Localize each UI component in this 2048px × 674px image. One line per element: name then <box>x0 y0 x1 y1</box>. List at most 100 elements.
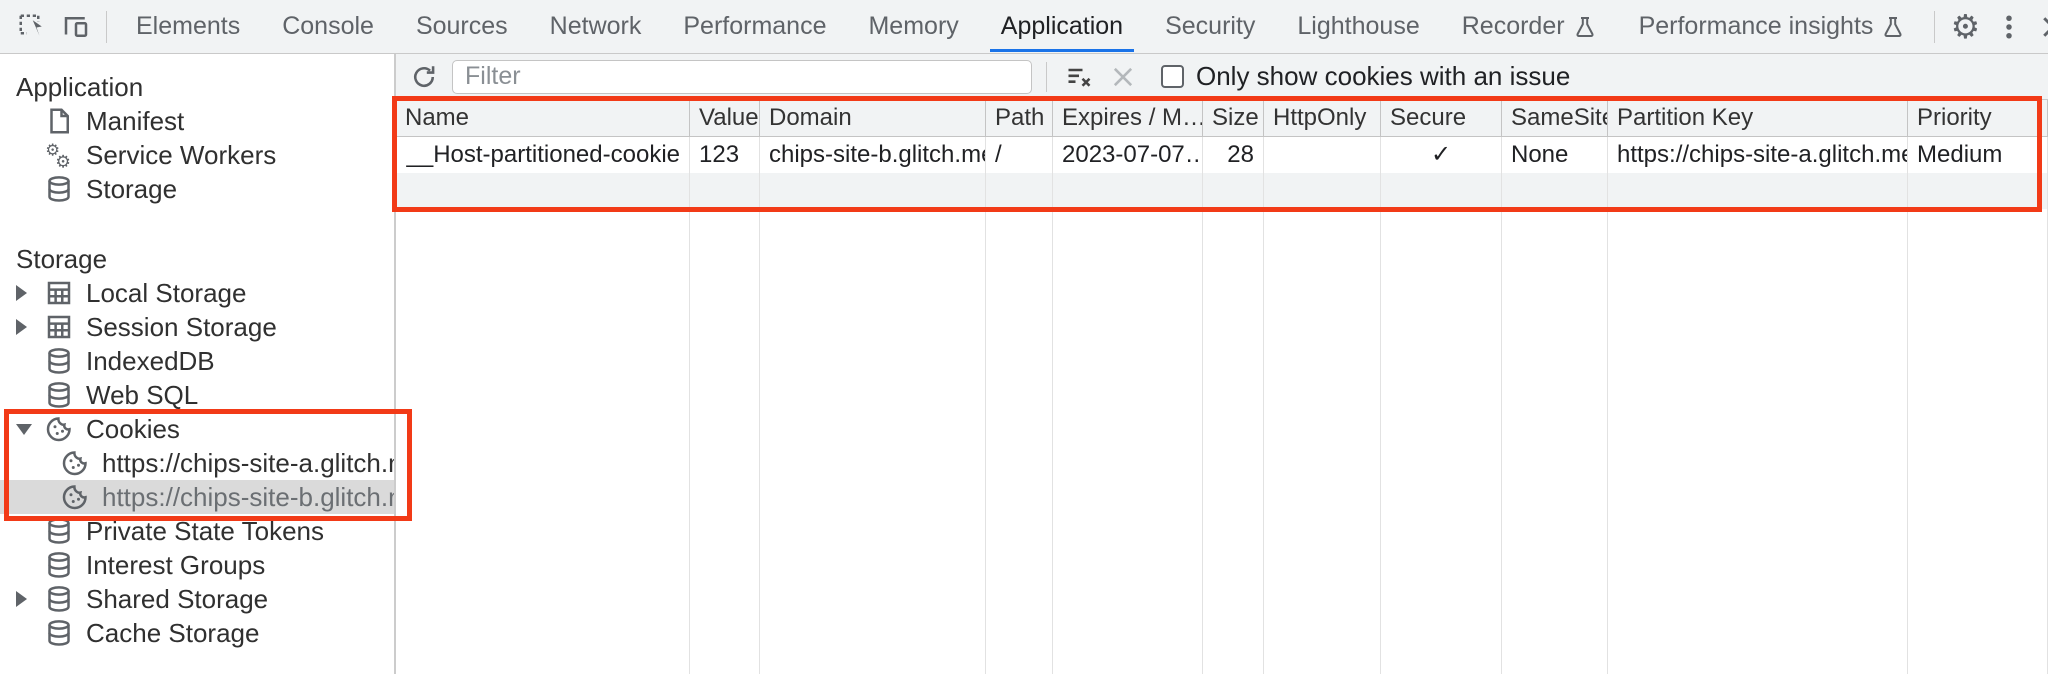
tab-performance[interactable]: Performance <box>662 0 847 54</box>
svg-text:⚙: ⚙ <box>55 152 71 171</box>
close-devtools-icon[interactable] <box>2031 5 2048 49</box>
issue-filter-label[interactable]: Only show cookies with an issue <box>1196 61 1571 91</box>
empty-table-area <box>1203 209 1264 674</box>
cookie-filter-bar: Only show cookies with an issue <box>396 54 2048 100</box>
column-header-partition-key[interactable]: Partition Key <box>1608 100 1908 137</box>
toolbar-separator <box>106 10 107 43</box>
column-header-priority[interactable]: Priority <box>1908 100 2048 137</box>
cookie-icon <box>60 448 90 478</box>
toolbar-separator-right <box>1934 10 1936 43</box>
column-header-httponly[interactable]: HttpOnly <box>1264 100 1381 137</box>
tab-network[interactable]: Network <box>529 0 663 54</box>
tab-performance-insights[interactable]: Performance insights <box>1618 0 1927 54</box>
database-icon <box>44 174 74 204</box>
empty-stripe-row-cell <box>690 173 760 209</box>
column-header-value[interactable]: Value <box>690 100 760 137</box>
sidebar-item-service-workers[interactable]: ⚙⚙Service Workers <box>0 138 394 172</box>
tab-label: Memory <box>868 12 959 40</box>
tab-label: Recorder <box>1461 12 1565 40</box>
cookie-cell-domain[interactable]: chips-site-b.glitch.me <box>760 137 986 173</box>
empty-stripe-row-cell <box>1203 173 1264 209</box>
column-header-secure[interactable]: Secure <box>1381 100 1502 137</box>
sidebar-divider[interactable] <box>394 54 396 674</box>
sidebar-item-label: Local Storage <box>86 277 247 308</box>
inspect-icon[interactable] <box>10 5 54 49</box>
chevron-right-icon[interactable] <box>16 591 44 607</box>
settings-gear-icon[interactable]: ⚙ <box>1943 5 1987 49</box>
cookie-icon <box>60 482 90 512</box>
sidebar-item-label: Interest Groups <box>86 549 266 580</box>
sidebar-item-storage[interactable]: Storage <box>0 172 394 206</box>
empty-table-area <box>1502 209 1608 674</box>
clear-icon-disabled[interactable] <box>1101 57 1145 97</box>
tab-label: Performance insights <box>1638 12 1874 40</box>
cookie-cell-expires-m[interactable]: 2023-07-07… <box>1053 137 1203 173</box>
sidebar-item-interest-groups[interactable]: Interest Groups <box>0 548 394 582</box>
cookie-cell-priority[interactable]: Medium <box>1908 137 2048 173</box>
chevron-right-icon[interactable] <box>16 285 44 301</box>
empty-table-area <box>1053 209 1203 674</box>
sidebar-item-label: https://chips-site-b.glitch.me <box>102 481 394 512</box>
tab-elements[interactable]: Elements <box>115 0 261 54</box>
flask-icon <box>1573 15 1597 39</box>
column-header-expires-m[interactable]: Expires / M… <box>1053 100 1203 137</box>
empty-stripe-row-cell <box>396 173 690 209</box>
tab-application[interactable]: Application <box>980 0 1144 54</box>
empty-stripe-row-cell <box>1053 173 1203 209</box>
chevron-right-icon[interactable] <box>16 319 44 335</box>
empty-stripe-row-cell <box>1908 173 2048 209</box>
empty-stripe-row-cell <box>1381 173 1502 209</box>
table-icon <box>44 312 74 342</box>
chevron-down-icon[interactable] <box>16 423 44 435</box>
column-header-path[interactable]: Path <box>986 100 1053 137</box>
cookie-cell-size[interactable]: 28 <box>1203 137 1264 173</box>
sidebar-item-web-sql[interactable]: Web SQL <box>0 378 394 412</box>
refresh-icon[interactable] <box>402 57 446 97</box>
tab-label: Application <box>1000 12 1124 40</box>
tab-security[interactable]: Security <box>1144 0 1276 54</box>
column-header-domain[interactable]: Domain <box>760 100 986 137</box>
document-icon <box>44 106 74 136</box>
empty-table-area <box>1264 209 1381 674</box>
sidebar-item-manifest[interactable]: Manifest <box>0 104 394 138</box>
svg-text:⚙: ⚙ <box>45 142 60 160</box>
clear-filter-icon[interactable] <box>1057 57 1101 97</box>
more-options-kebab-icon[interactable] <box>1987 5 2031 49</box>
sidebar-item-indexeddb[interactable]: IndexedDB <box>0 344 394 378</box>
cookie-cell-name[interactable]: __Host-partitioned-cookie <box>396 137 690 173</box>
cookie-cell-httponly[interactable] <box>1264 137 1381 173</box>
sidebar-item-cache-storage[interactable]: Cache Storage <box>0 616 394 650</box>
flask-icon <box>1881 15 1905 39</box>
sidebar-item-https-chips-site-b-glitch-me[interactable]: https://chips-site-b.glitch.me <box>0 480 394 514</box>
cookie-filter-input[interactable] <box>452 59 1032 94</box>
cookie-cell-secure[interactable]: ✓ <box>1381 137 1502 173</box>
sidebar-item-https-chips-site-a-glitch-me[interactable]: https://chips-site-a.glitch.me <box>0 446 394 480</box>
tab-sources[interactable]: Sources <box>395 0 529 54</box>
sidebar-item-local-storage[interactable]: Local Storage <box>0 276 394 310</box>
cookie-cell-samesite[interactable]: None <box>1502 137 1608 173</box>
sidebar-item-private-state-tokens[interactable]: Private State Tokens <box>0 514 394 548</box>
empty-table-area <box>986 209 1053 674</box>
tab-memory[interactable]: Memory <box>847 0 979 54</box>
column-header-samesite[interactable]: SameSite <box>1502 100 1608 137</box>
sidebar-item-cookies[interactable]: Cookies <box>0 412 394 446</box>
sidebar-item-session-storage[interactable]: Session Storage <box>0 310 394 344</box>
sidebar-item-label: Web SQL <box>86 379 199 410</box>
cookie-cell-value[interactable]: 123 <box>690 137 760 173</box>
tab-recorder[interactable]: Recorder <box>1441 0 1618 54</box>
sidebar-item-label: Session Storage <box>86 311 277 342</box>
column-header-size[interactable]: Size <box>1203 100 1264 137</box>
sidebar-item-label: Private State Tokens <box>86 515 324 546</box>
sidebar-item-shared-storage[interactable]: Shared Storage <box>0 582 394 616</box>
cookie-cell-path[interactable]: / <box>986 137 1053 173</box>
device-toolbar-icon[interactable] <box>54 5 98 49</box>
cookie-cell-partition-key[interactable]: https://chips-site-a.glitch.me <box>1608 137 1908 173</box>
issue-filter-checkbox[interactable] <box>1161 65 1184 88</box>
tab-console[interactable]: Console <box>261 0 395 54</box>
column-header-name[interactable]: Name <box>396 100 690 137</box>
tab-lighthouse[interactable]: Lighthouse <box>1276 0 1440 54</box>
empty-table-area <box>396 209 690 674</box>
empty-stripe-row-cell <box>986 173 1053 209</box>
